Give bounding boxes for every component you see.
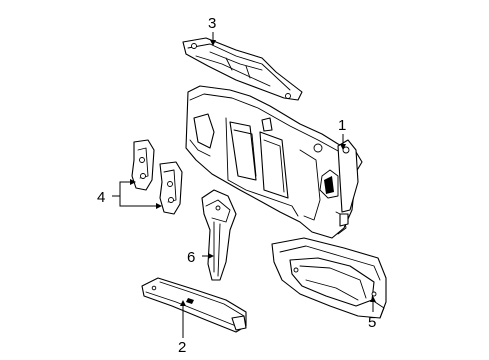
callout-2: 2 xyxy=(178,339,186,356)
callout-1: 1 xyxy=(338,117,346,134)
callout-3: 3 xyxy=(208,15,216,32)
part-4-brackets xyxy=(131,139,183,215)
callout-5: 5 xyxy=(368,314,376,331)
callout-leaders xyxy=(112,32,376,338)
part-3-upper-cover xyxy=(182,37,303,101)
part-5-air-deflector xyxy=(271,237,387,319)
callout-4: 4 xyxy=(97,189,105,206)
part-1-radiator-support xyxy=(185,85,363,239)
callout-6: 6 xyxy=(187,249,195,266)
part-2-lower-tie-bar xyxy=(141,277,247,333)
part-6-vertical-bracket xyxy=(201,189,237,281)
